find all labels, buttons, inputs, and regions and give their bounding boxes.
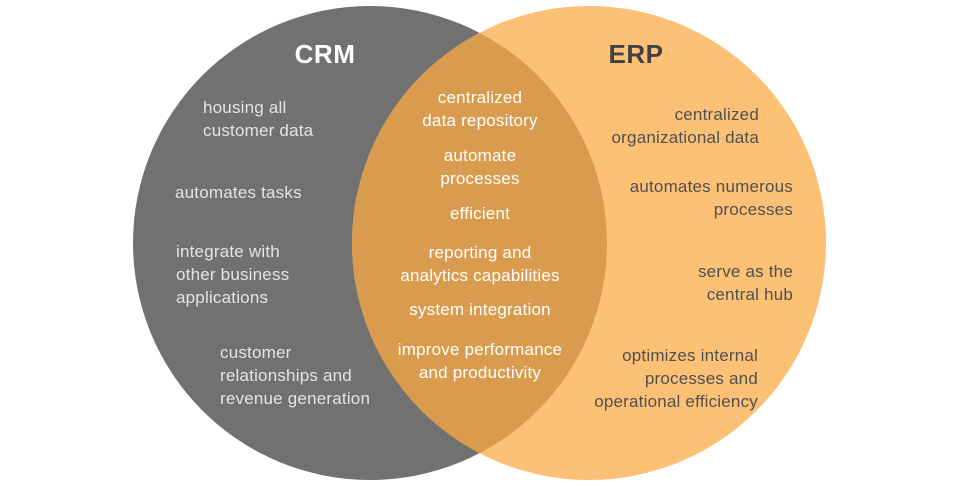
overlap-item-reporting-analytics: reporting and analytics capabilities <box>400 243 560 285</box>
crm-item-housing-customer-data: housing all customer data <box>203 98 314 140</box>
crm-title: CRM <box>294 39 356 69</box>
crm-item-customer-relationships: customer relationships and revenue gener… <box>220 343 371 408</box>
erp-item-centralized-org-data: centralized organizational data <box>611 105 759 147</box>
erp-title: ERP <box>608 39 664 69</box>
erp-item-automates-numerous: automates numerous processes <box>629 177 793 219</box>
overlap-item-efficient: efficient <box>449 204 511 223</box>
overlap-region <box>352 6 607 480</box>
overlap-item-automate-processes: automate processes <box>440 146 520 188</box>
erp-item-optimizes-internal: optimizes internal processes and operati… <box>594 346 758 411</box>
erp-item-central-hub: serve as the central hub <box>697 262 793 304</box>
overlap-item-improve-performance: improve performance and productivity <box>397 340 563 382</box>
overlap-item-centralized-repository: centralized data repository <box>422 88 538 130</box>
overlap-item-system-integration: system integration <box>409 300 551 319</box>
crm-item-integrate-applications: integrate with other business applicatio… <box>176 242 290 307</box>
crm-item-automates-tasks: automates tasks <box>175 183 302 202</box>
